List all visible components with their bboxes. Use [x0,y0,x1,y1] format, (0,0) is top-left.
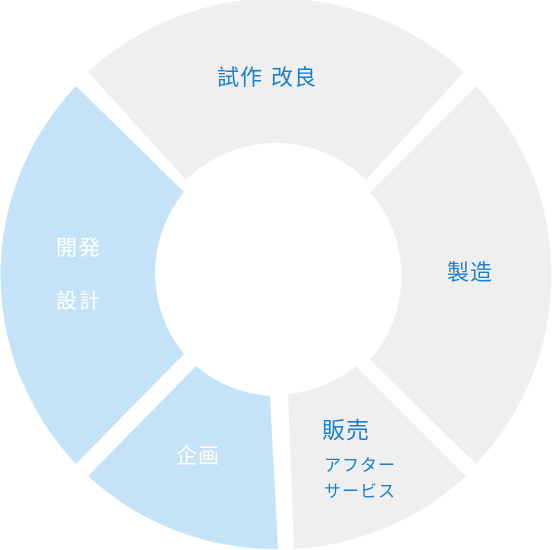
segment-planning[interactable] [88,366,278,550]
segment-manufacturing-label: 製造 [447,261,494,286]
segment-development-label-line-1: 開発 [56,236,102,260]
segment-sales-label: 販売 [322,418,370,444]
segment-development-label-line-2: 設計 [56,289,102,313]
segment-prototype[interactable] [88,0,464,180]
segment-prototype-label: 試作 改良 [217,66,317,91]
segment-planning-label: 企画 [176,444,220,468]
segment-development[interactable] [0,86,185,464]
segment-sales-sublabel-line-2: サービス [324,482,396,502]
segment-sales-sublabel-line-1: アフター [324,456,396,476]
segment-manufacturing[interactable] [370,86,552,464]
segment-sales[interactable] [288,366,466,549]
